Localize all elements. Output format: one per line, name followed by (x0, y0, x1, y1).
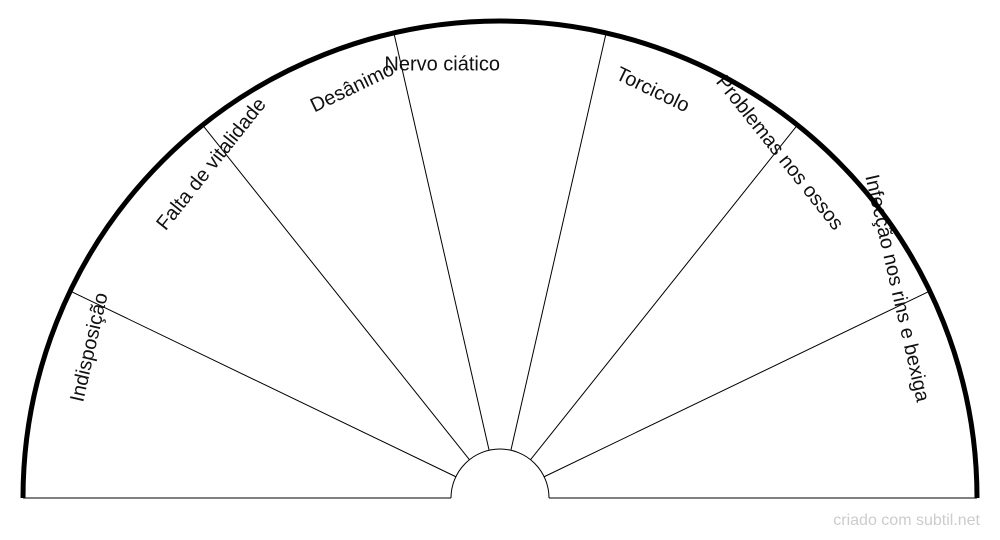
sector-dividers (71, 34, 929, 478)
sector-label: Indisposição (66, 291, 112, 404)
sector-divider (203, 126, 470, 461)
sector-divider (543, 291, 929, 478)
outer-arc (20, 18, 980, 499)
watermark: criado com subtil.net (833, 512, 980, 529)
sector-label: Torcicolo (612, 63, 693, 117)
sector-divider (530, 126, 797, 461)
sector-label: Nervo ciático (384, 53, 500, 75)
sector-divider (393, 34, 490, 451)
sector-divider (510, 34, 607, 451)
inner-hub-arc (450, 448, 550, 499)
sector-divider (71, 291, 457, 478)
sector-label: Infecção nos rins e bexiga (860, 172, 933, 404)
